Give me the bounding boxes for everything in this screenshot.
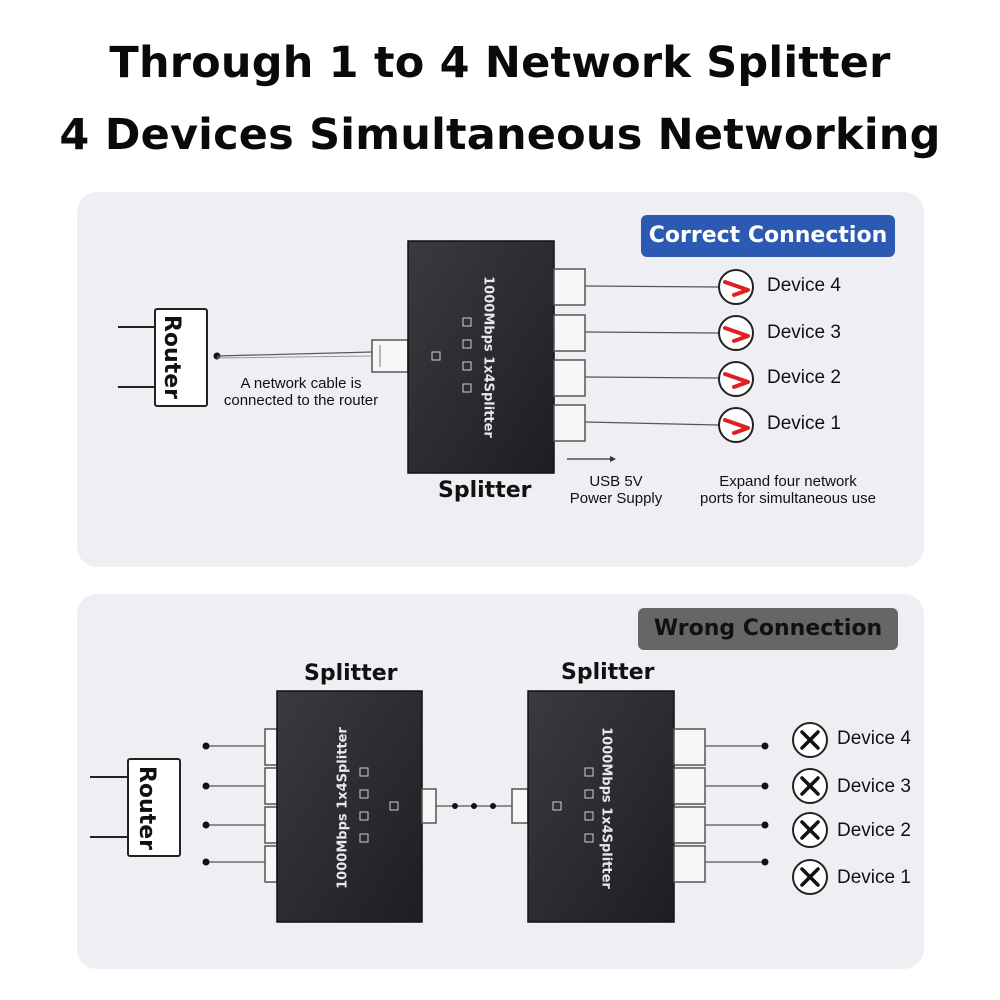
device-label: Device 4	[837, 728, 911, 749]
page-subtitle: 4 Devices Simultaneous Networking	[59, 110, 941, 160]
splitter-link-cable	[421, 788, 529, 824]
splitter-label: Splitter	[438, 478, 532, 503]
expand-note-line-2: ports for simultaneous use	[700, 490, 876, 507]
splitter-print: 1000Mbps 1x4Splitter	[481, 276, 496, 438]
cable-note: A network cable is connected to the rout…	[212, 375, 390, 409]
splitter-print: 1000Mbps 1x4Splitter	[336, 727, 351, 889]
device-label: Device 3	[767, 322, 841, 343]
left-splitter-ports	[264, 728, 278, 883]
left-splitter-cables	[206, 745, 265, 863]
right-cable-ends	[761, 742, 769, 866]
device-label: Device 4	[767, 275, 841, 296]
input-cable-correct	[213, 339, 409, 373]
cross-icon	[792, 722, 828, 758]
cross-icon	[792, 768, 828, 804]
left-cable-ends	[202, 742, 210, 866]
check-icons	[718, 269, 754, 443]
page-title: Through 1 to 4 Network Splitter	[109, 38, 891, 88]
check-icon	[718, 361, 754, 397]
device-label: Device 3	[837, 776, 911, 797]
output-cables-correct	[584, 285, 719, 426]
cross-icons	[792, 722, 828, 895]
power-arrow	[567, 456, 616, 462]
check-icon	[718, 269, 754, 305]
cable-note-line-1: A network cable is	[240, 375, 362, 392]
cross-icon	[792, 859, 828, 895]
power-note-line-1: USB 5V	[589, 473, 643, 490]
device-label: Device 2	[767, 367, 841, 388]
power-note: USB 5V Power Supply	[556, 473, 676, 507]
device-label: Device 2	[837, 820, 911, 841]
router-label: Router	[134, 766, 159, 850]
splitter-box-right: 1000Mbps 1x4Splitter	[527, 690, 675, 923]
power-note-line-2: Power Supply	[569, 490, 663, 507]
device-label: Device 1	[767, 413, 841, 434]
wrong-connection-panel	[77, 594, 924, 969]
check-icon	[718, 315, 754, 351]
wrong-connection-badge: Wrong Connection	[638, 608, 898, 650]
router-wrong: Router	[90, 758, 181, 857]
splitter-box-correct: 1000Mbps 1x4Splitter	[407, 240, 555, 474]
correct-connection-badge: Correct Connection	[641, 215, 895, 257]
cable-note-line-2: connected to the router	[223, 392, 379, 409]
expand-note-line-1: Expand four network	[719, 473, 857, 490]
right-splitter-ports	[673, 728, 706, 883]
cross-icon	[792, 812, 828, 848]
splitter-box-left: 1000Mbps 1x4Splitter	[276, 690, 423, 923]
output-ports-correct	[553, 268, 586, 442]
router-correct: Router	[118, 308, 208, 407]
device-label: Device 1	[837, 867, 911, 888]
splitter-label-right: Splitter	[561, 660, 655, 685]
right-splitter-cables	[705, 745, 765, 863]
splitter-print: 1000Mbps 1x4Splitter	[599, 727, 614, 889]
router-label: Router	[159, 315, 184, 399]
check-icon	[718, 407, 754, 443]
splitter-label-left: Splitter	[304, 661, 398, 686]
expand-note: Expand four network ports for simultaneo…	[690, 473, 886, 507]
